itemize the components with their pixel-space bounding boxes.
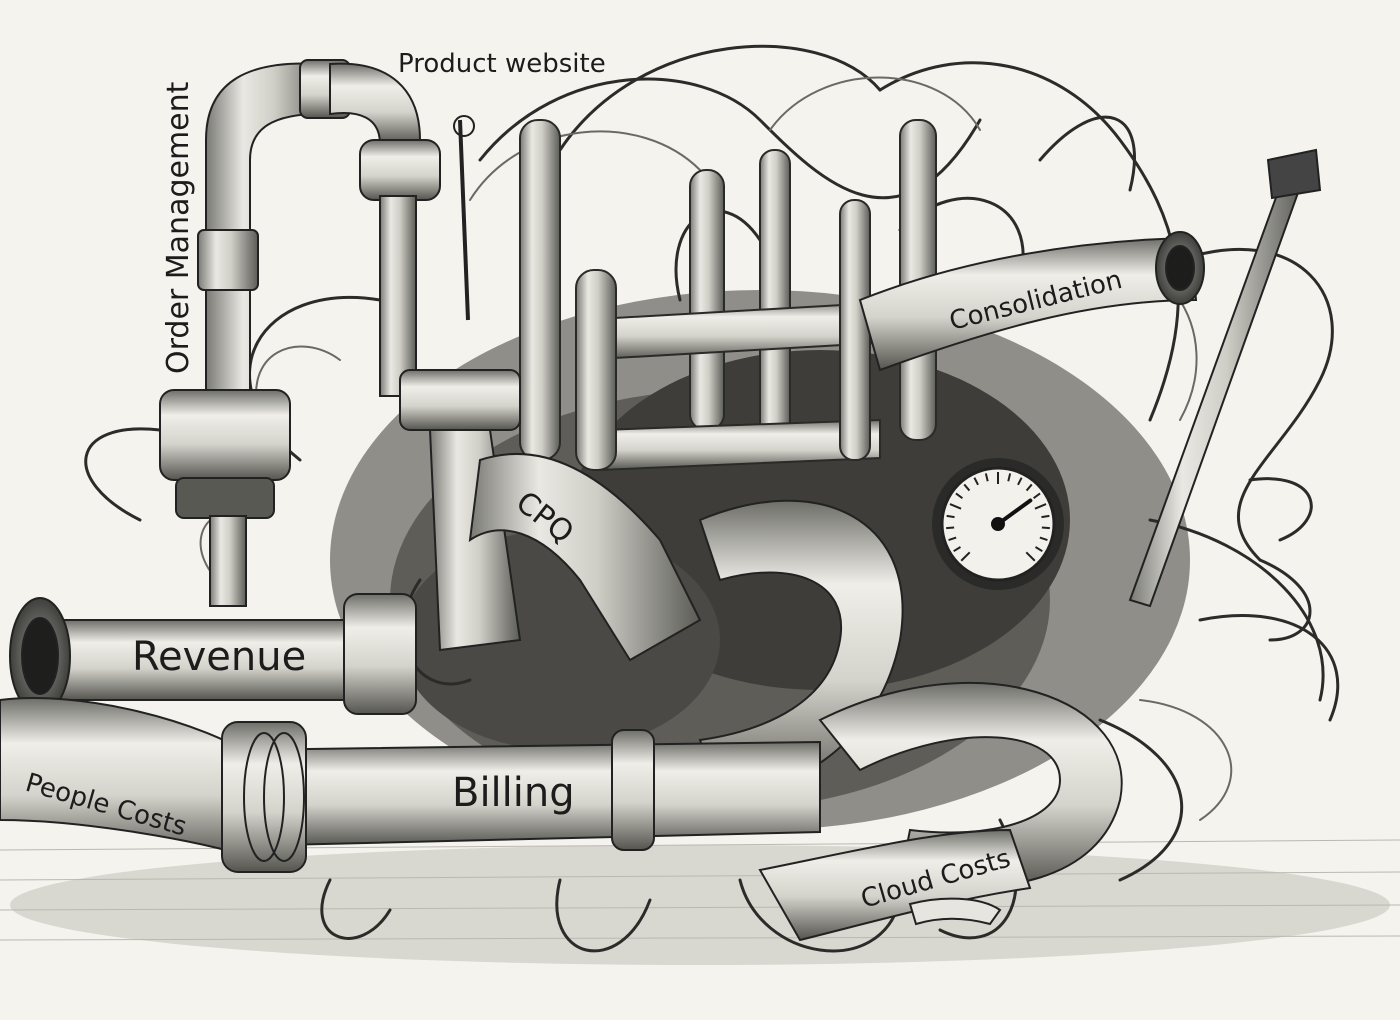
gauge-tick (1041, 526, 1050, 530)
pressure-gauge-icon (932, 458, 1064, 590)
diagonal-rod (1128, 148, 1322, 608)
gauge-tick (946, 514, 955, 519)
revenue-pipe (9, 593, 417, 715)
gauge-tick (963, 483, 971, 492)
gauge-tick (984, 473, 989, 482)
ground-shadow (10, 845, 1390, 965)
label-product-website: Product website (398, 49, 606, 79)
gauge-tick (1025, 483, 1033, 492)
label-billing: Billing (452, 770, 575, 816)
gauge-tick (1025, 551, 1036, 562)
gauge-tick (949, 503, 962, 510)
cpq-pipe (468, 452, 702, 662)
order-management-pipe (159, 59, 422, 607)
floor-hatching (0, 839, 1400, 941)
billing-pipe (221, 721, 821, 873)
gauge-tick (1033, 492, 1041, 499)
pipe-labels: Order Management Product website Consoli… (22, 49, 1125, 915)
gauge-tick (1017, 477, 1023, 486)
label-revenue: Revenue (132, 634, 306, 680)
consolidation-pipe (858, 231, 1205, 372)
gauge-tick (973, 477, 979, 486)
gauge-tick (1007, 473, 1012, 482)
gauge-tick (953, 546, 962, 553)
gauge-tick (1041, 514, 1050, 519)
gauge-tick (1034, 546, 1043, 553)
gauge-tick (955, 492, 963, 499)
gauge-tick (946, 526, 955, 530)
gauge-tick (1039, 536, 1048, 542)
product-website-pipe (359, 115, 522, 652)
gauge-tick (1034, 503, 1047, 510)
label-order-management: Order Management (161, 81, 196, 374)
gauge-tick (960, 551, 971, 562)
gauge-tick (948, 536, 957, 542)
cloud-costs-pipe (758, 828, 1032, 942)
